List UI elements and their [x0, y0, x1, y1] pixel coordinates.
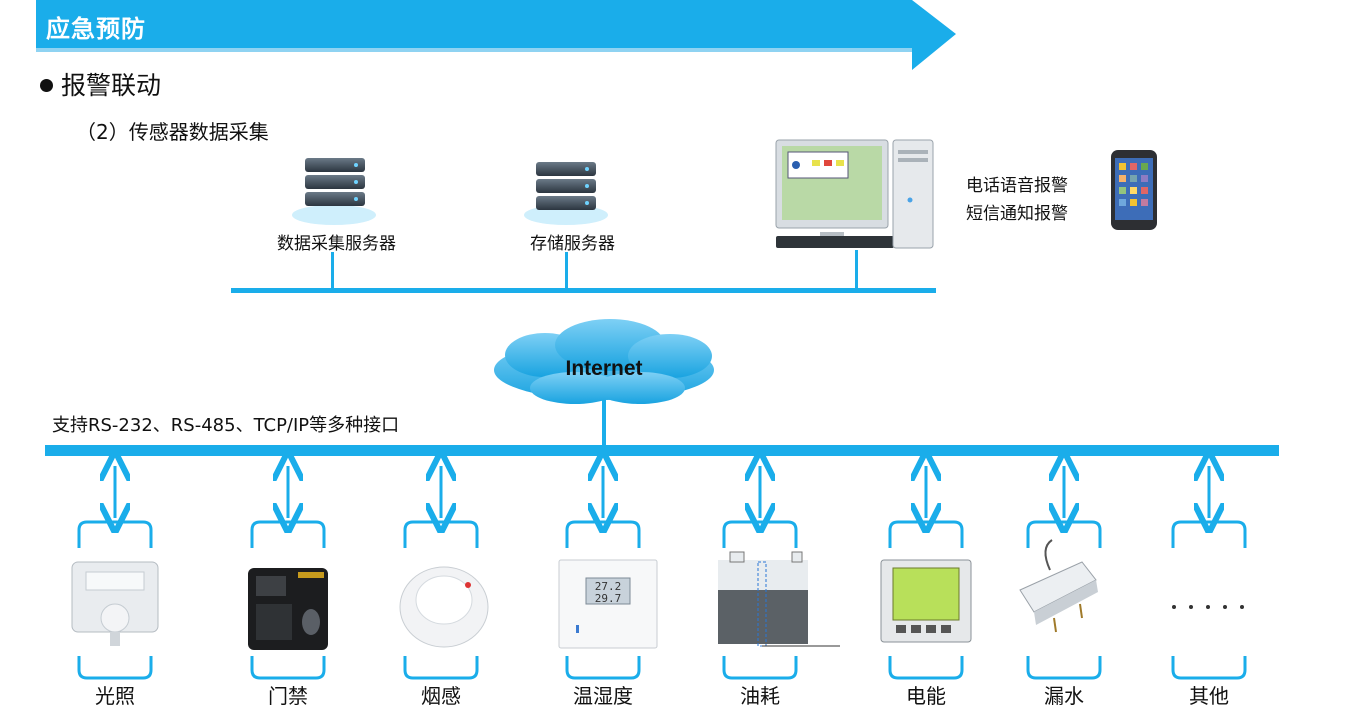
sensor-bracket-top: [722, 520, 798, 548]
smoke-detector-icon: [399, 566, 489, 648]
sensor-bracket-top: [250, 520, 326, 548]
bullet-dot: [40, 78, 53, 92]
sensor-bracket-bottom: [403, 656, 479, 680]
power-meter-icon: [880, 559, 972, 643]
sensor-bracket-bottom: [77, 656, 153, 680]
sensor-label: 门禁: [268, 684, 308, 708]
cloud-label: Internet: [565, 357, 642, 380]
sensor-bracket-bottom: [250, 656, 326, 680]
sensor-label: 其他: [1189, 684, 1229, 708]
sensor-label: 温湿度: [573, 684, 633, 708]
water-leak-icon: [1019, 539, 1098, 633]
sensor-bracket-bottom: [565, 656, 641, 680]
fuel-tank-icon: [718, 551, 840, 647]
sensor-bus-line: [45, 445, 1279, 456]
internet-cloud-icon: [494, 319, 714, 404]
sensor-bracket-bottom: [1026, 656, 1102, 680]
sensor-bracket-bottom: [888, 656, 964, 680]
bullet-text: 报警联动: [61, 71, 162, 100]
thermo-hygrometer-icon: 27.2 29.7: [558, 559, 658, 649]
svg-text:27.2: 27.2: [595, 580, 622, 593]
alarm-sms-text: 短信通知报警: [966, 204, 1068, 224]
sensor-bracket-top: [77, 520, 153, 548]
server-label-collection: 数据采集服务器: [277, 234, 396, 254]
storage-server-icon: [524, 162, 608, 225]
svg-text:29.7: 29.7: [595, 592, 622, 605]
sensor-bracket-top: [1026, 520, 1102, 548]
sensor-label: 电能: [906, 684, 946, 708]
sensor-label: 光照: [95, 684, 135, 708]
header-banner: [36, 0, 956, 70]
sensor-label: 油耗: [740, 684, 780, 708]
access-control-icon: [248, 568, 328, 650]
monitoring-workstation-icon: [775, 139, 934, 249]
sensor-bracket-bottom: [722, 656, 798, 680]
interface-support-text: 支持RS-232、RS-485、TCP/IP等多种接口: [52, 415, 400, 436]
data-collection-server-icon: [292, 158, 376, 225]
sensor-bracket-top: [888, 520, 964, 548]
alarm-phone-text: 电话语音报警: [966, 176, 1068, 196]
sensor-bracket-bottom: [1171, 656, 1247, 680]
sensor-label: 烟感: [421, 684, 461, 708]
server-bus-line: [231, 288, 936, 293]
server-label-storage: 存储服务器: [530, 234, 615, 254]
sensor-bracket-top: [565, 520, 641, 548]
sensor-label: 漏水: [1044, 684, 1084, 708]
section-bullet: 报警联动: [40, 66, 161, 102]
other-dots-icon: [1172, 605, 1244, 609]
sensor-bracket-top: [403, 520, 479, 548]
light-sensor-icon: [71, 561, 159, 646]
sensor-connectors: [77, 466, 1247, 680]
header-title: 应急预防: [46, 15, 146, 43]
section-subtitle: （2）传感器数据采集: [76, 120, 269, 144]
mobile-phone-icon: [1111, 150, 1157, 230]
sensor-bracket-top: [1171, 520, 1247, 548]
